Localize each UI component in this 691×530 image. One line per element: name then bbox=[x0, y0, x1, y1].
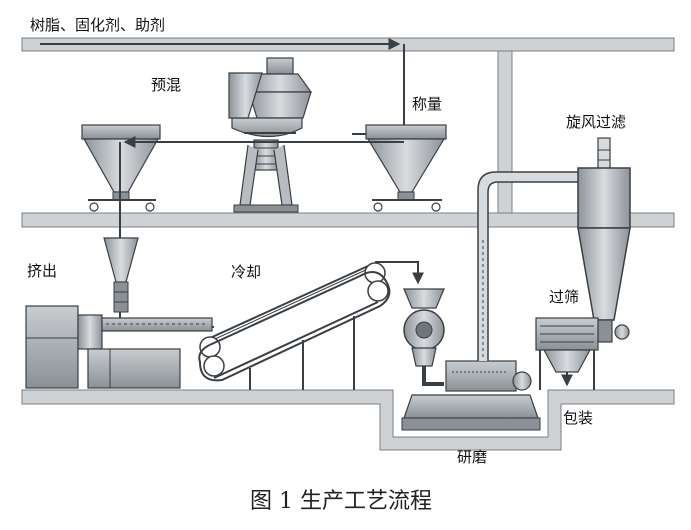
building-frame bbox=[21, 37, 675, 451]
upper-floor-slab bbox=[21, 212, 675, 228]
cyclone-filter bbox=[577, 137, 631, 343]
extruder-feed-hopper bbox=[103, 237, 139, 313]
crusher bbox=[403, 288, 445, 386]
label-sieving: 过筛 bbox=[549, 288, 579, 306]
premix-mixer bbox=[228, 57, 313, 213]
label-grinding: 研磨 bbox=[457, 448, 487, 466]
label-weighing: 称量 bbox=[412, 95, 442, 113]
label-packaging: 包装 bbox=[563, 409, 593, 427]
label-extrusion: 挤出 bbox=[27, 262, 57, 280]
figure-caption: 图 1 生产工艺流程 bbox=[250, 489, 432, 514]
label-cooling: 冷却 bbox=[231, 263, 261, 281]
label-premix: 预混 bbox=[151, 76, 181, 94]
sieve bbox=[535, 317, 599, 390]
raw-material-feed-line bbox=[40, 38, 405, 135]
cooling-belt bbox=[198, 262, 391, 390]
right-column bbox=[497, 50, 513, 214]
label-cyclone-filter: 旋风过滤 bbox=[566, 113, 626, 131]
weighing-hopper bbox=[365, 124, 447, 212]
label-raw-materials: 树脂、固化剂、助剂 bbox=[30, 16, 165, 34]
ground-floor bbox=[21, 389, 675, 451]
grinding-mill bbox=[401, 360, 541, 431]
extruder bbox=[25, 305, 213, 389]
cooling-to-crusher-line bbox=[375, 261, 424, 285]
